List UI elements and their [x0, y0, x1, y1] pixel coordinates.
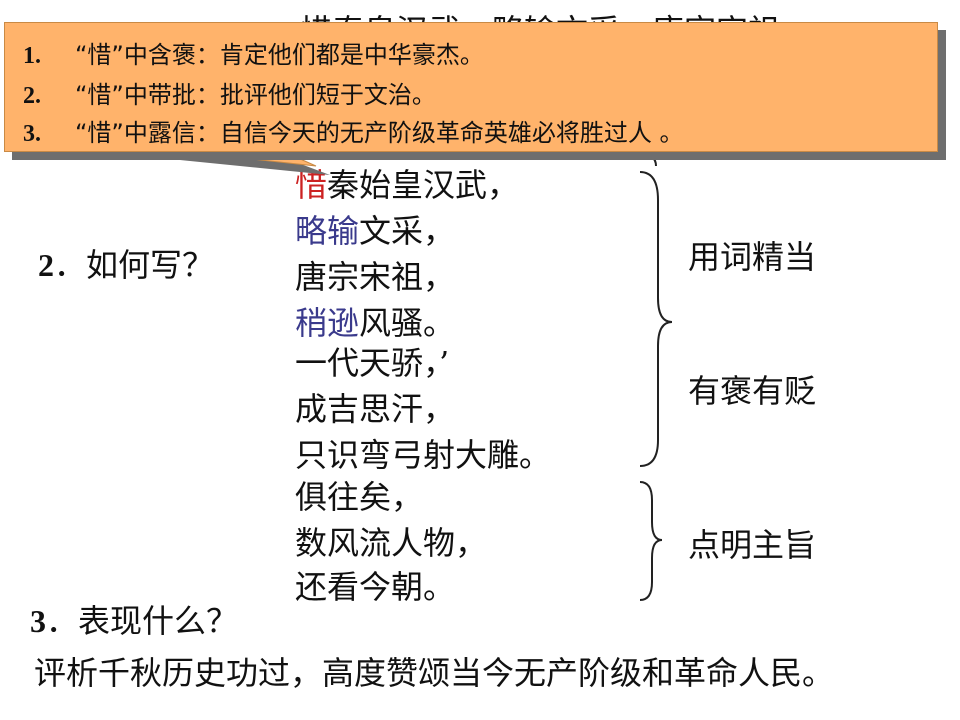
- poem-line-10: 还看今朝。: [295, 568, 456, 606]
- brace-label-baobian: 有褒有贬: [688, 372, 817, 410]
- conclusion-text: 评析千秋历史功过，高度赞颂当今无产阶级和革命人民。: [34, 654, 835, 692]
- poem-line-3: 唐宗宋祖，: [295, 258, 456, 296]
- poem-word-lueshu: 略输: [295, 212, 360, 250]
- poem-line-5: 一代天骄，’: [295, 344, 450, 382]
- brace-top: [639, 171, 673, 467]
- brace-bottom: [639, 481, 663, 601]
- callout-line-2: 2.“惜”中带批：批评他们短于文治。: [23, 81, 436, 109]
- poem-line-8: 俱往矣，: [295, 478, 424, 516]
- poem-word-shaoxun: 稍逊: [295, 304, 360, 342]
- callout-line-3: 3.“惜”中露信：自信今天的无产阶级革命英雄必将胜过人 。: [23, 119, 684, 147]
- poem-line-6: 成吉思汗，: [295, 390, 456, 428]
- poem-line-2: 略输文采，: [295, 212, 456, 250]
- section-2-heading: 2．如何写？: [38, 246, 215, 284]
- poem-line-9: 数风流人物，: [295, 524, 488, 562]
- callout-line-1: 1.“惜”中含褒：肯定他们都是中华豪杰。: [23, 41, 484, 69]
- brace-label-yongci: 用词精当: [688, 238, 817, 276]
- callout-box: 1.“惜”中含褒：肯定他们都是中华豪杰。 2.“惜”中带批：批评他们短于文治。 …: [4, 22, 938, 152]
- poem-line-7: 只识弯弓射大雕。: [295, 436, 552, 474]
- section-3-heading: 3．表现什么？: [30, 602, 239, 640]
- brace-label-zhuzhi: 点明主旨: [688, 526, 817, 564]
- poem-line-4: 稍逊风骚。: [295, 304, 456, 342]
